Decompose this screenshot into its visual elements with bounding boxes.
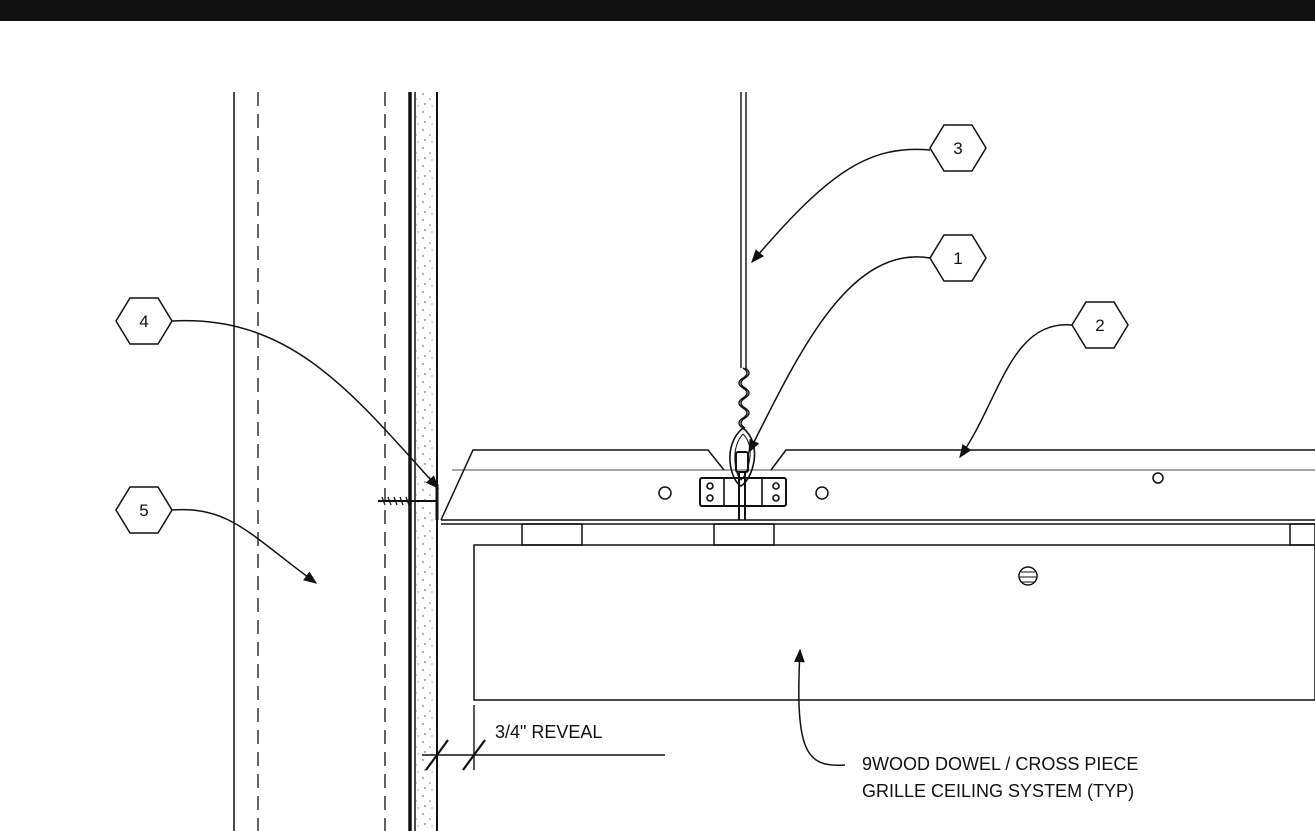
system-note-line1: 9WOOD DOWEL / CROSS PIECE (862, 754, 1138, 774)
system-note-line2: GRILLE CEILING SYSTEM (TYP) (862, 781, 1134, 801)
wall-screw (378, 484, 439, 520)
hanger-wire (729, 92, 756, 487)
keynote-4-label: 4 (139, 312, 148, 331)
suspension-clip (699, 451, 787, 520)
leader-1 (748, 256, 931, 454)
keynote-2-label: 2 (1095, 316, 1104, 335)
keynote-2-tag: 2 (1071, 301, 1129, 349)
leader-2 (959, 324, 1073, 459)
keynote-5-label: 5 (139, 501, 148, 520)
leader-system (794, 648, 846, 767)
leader-3 (751, 148, 931, 264)
reveal-note: 3/4" REVEAL (495, 722, 602, 742)
wood-grille-member (473, 544, 1315, 701)
keynote-5-tag: 5 (115, 486, 173, 534)
keynote-3-label: 3 (953, 139, 962, 158)
reveal-dimension (422, 705, 665, 771)
sheet-top-border (0, 0, 1315, 21)
rail-clips (521, 523, 1315, 546)
keynote-leaders (171, 148, 1073, 767)
keynote-1-label: 1 (953, 249, 962, 268)
leader-5 (171, 508, 318, 584)
keynote-1-tag: 1 (929, 234, 987, 282)
carrier-rail (440, 449, 1315, 525)
keynote-4-tag: 4 (115, 297, 173, 345)
wall-assembly (233, 92, 438, 831)
leader-4 (171, 319, 439, 490)
keynote-3-tag: 3 (929, 124, 987, 172)
